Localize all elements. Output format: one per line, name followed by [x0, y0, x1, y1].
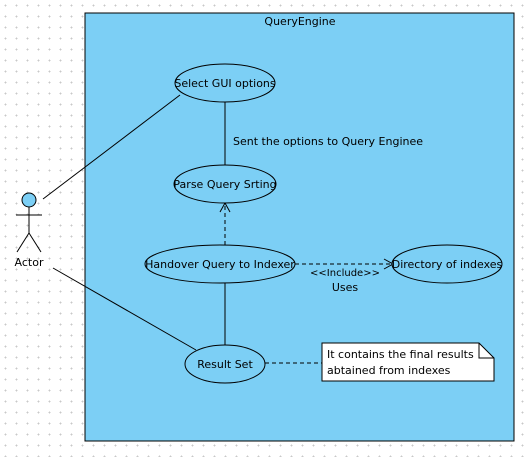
system-boundary-title: QueryEngine: [264, 15, 335, 28]
use-case-label: Result Set: [197, 358, 253, 371]
note-line-2: abtained from indexes: [327, 364, 451, 377]
actor[interactable]: Actor: [15, 192, 44, 269]
actor-left-leg: [16, 232, 30, 253]
note-line-1: It contains the final results: [327, 348, 474, 361]
association-actor-result-set[interactable]: [52, 267, 197, 351]
actor-right-leg: [28, 232, 42, 253]
use-case-select-gui-options[interactable]: Select GUI options: [174, 63, 276, 103]
use-case-handover-query[interactable]: Handover Query to Indexer: [144, 244, 296, 284]
use-case-label: Parse Query Srting: [173, 178, 276, 191]
label-sent-options: Sent the options to Query Enginee: [233, 135, 423, 148]
use-case-label: Directory of indexes: [392, 258, 503, 271]
use-case-label: Select GUI options: [174, 77, 276, 90]
label-uses: Uses: [332, 281, 359, 294]
system-boundary[interactable]: QueryEngine: [84, 12, 515, 442]
note[interactable]: It contains the final results abtained f…: [321, 342, 495, 382]
use-case-parse-query-string[interactable]: Parse Query Srting: [173, 164, 277, 204]
use-case-directory-of-indexes[interactable]: Directory of indexes: [391, 244, 503, 284]
label-include-stereotype: <<Include>>: [310, 268, 380, 279]
actor-label: Actor: [15, 256, 44, 269]
use-case-label: Handover Query to Indexer: [145, 258, 295, 271]
association-actor-select-gui[interactable]: [42, 94, 181, 200]
actor-head: [21, 192, 37, 208]
use-case-result-set[interactable]: Result Set: [184, 344, 266, 384]
